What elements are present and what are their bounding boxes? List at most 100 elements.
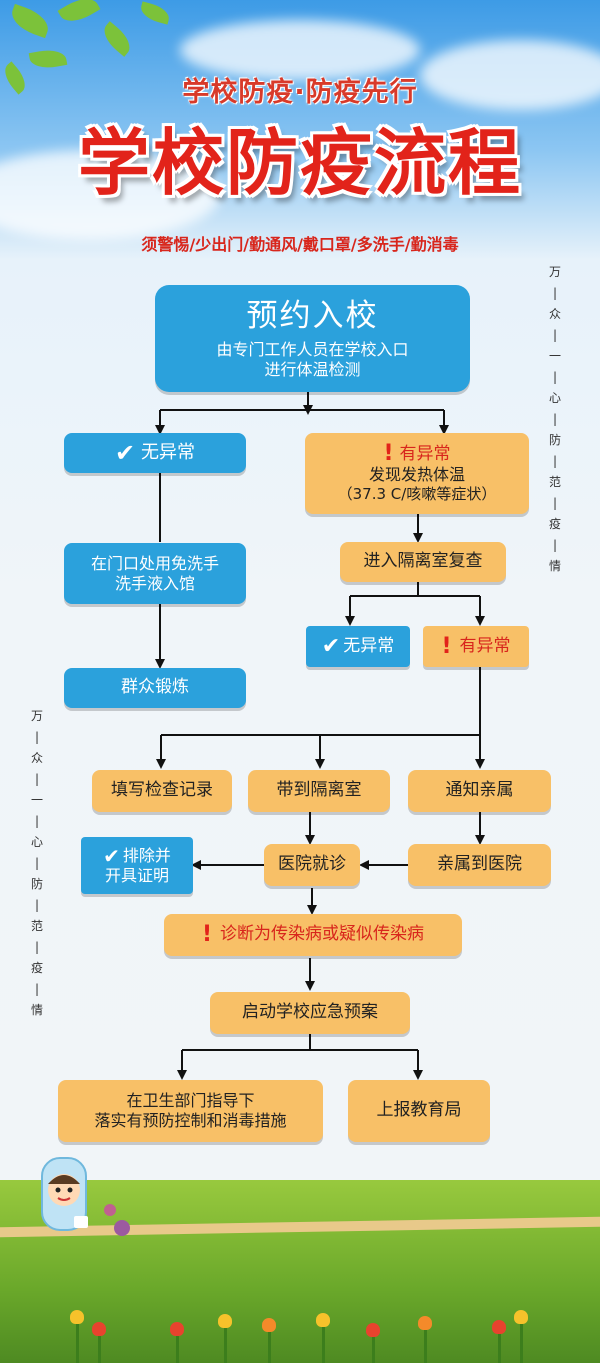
- isolation-recheck-label: 进入隔离室复查: [363, 551, 483, 572]
- normal-row: ✔ 无异常: [115, 441, 195, 465]
- tulip-flower: [262, 1318, 276, 1332]
- handwash-line-2: 洗手液入馆: [114, 573, 195, 593]
- cloud-decoration: [0, 150, 220, 240]
- exclamation-icon: !: [441, 633, 452, 659]
- handwash-box: 在门口处用免洗手 洗手液入馆: [64, 543, 246, 604]
- check-icon: ✔: [103, 843, 120, 868]
- check-icon: ✔: [321, 633, 341, 659]
- side-dash: |: [34, 730, 40, 744]
- flower-stem: [520, 1322, 523, 1363]
- side-dash: |: [552, 454, 558, 468]
- abnormal-label-2: 有异常: [459, 635, 511, 656]
- appointment-desc-2: 进行体温检测: [264, 359, 361, 379]
- side-dash: |: [34, 772, 40, 786]
- abnormal-row-2: ! 有异常: [441, 633, 511, 659]
- cloud-decoration: [420, 40, 600, 110]
- slogan: 学校防疫·防疫先行: [182, 77, 418, 108]
- family-hospital-label: 亲属到医院: [437, 854, 522, 875]
- side-char: 疫: [30, 961, 43, 975]
- side-char: 范: [30, 919, 43, 933]
- flower-stem: [268, 1330, 271, 1363]
- excluded-line-1: 排除并: [122, 845, 171, 865]
- hospital-box: 医院就诊: [264, 844, 360, 886]
- side-dash: |: [34, 940, 40, 954]
- to-isolation-label: 带到隔离室: [276, 780, 362, 801]
- excluded-row: ✔ 排除并: [103, 846, 171, 866]
- tulip-flower: [218, 1314, 232, 1328]
- appointment-desc-1: 由专门工作人员在学校入口: [216, 339, 409, 359]
- to-isolation-box: 带到隔离室: [248, 770, 390, 812]
- flower-stem: [224, 1326, 227, 1363]
- side-char: 疫: [548, 517, 561, 531]
- exclamation-icon: !: [201, 922, 213, 947]
- exercise-box: 群众锻炼: [64, 668, 246, 708]
- abnormal-box-2: ! 有异常: [423, 626, 529, 667]
- side-dash: |: [552, 328, 558, 342]
- side-char: 防: [30, 877, 43, 891]
- normal-label-2: 无异常: [343, 635, 395, 656]
- side-char: 情: [30, 1003, 43, 1017]
- side-char: 万: [30, 709, 43, 723]
- side-dash: |: [552, 412, 558, 426]
- report-label: 上报教育局: [376, 1100, 462, 1121]
- normal-box-2: ✔ 无异常: [306, 626, 410, 667]
- side-char: 心: [548, 391, 561, 405]
- isolation-recheck-box: 进入隔离室复查: [340, 542, 506, 582]
- exclamation-icon: !: [383, 441, 394, 467]
- appointment-title: 预约入校: [246, 298, 379, 335]
- measures-line-2: 落实有预防控制和消毒措施: [94, 1111, 287, 1130]
- flower-stem: [372, 1335, 375, 1363]
- diagnosis-label: 诊断为传染病或疑似传染病: [220, 924, 425, 945]
- exercise-label: 群众锻炼: [121, 677, 189, 698]
- normal-box-1: ✔ 无异常: [64, 433, 246, 473]
- fill-record-box: 填写检查记录: [92, 770, 232, 812]
- hospital-label: 医院就诊: [278, 854, 346, 875]
- page-title: 学校防疫流程: [77, 121, 522, 205]
- tulip-flower: [366, 1323, 380, 1337]
- appointment-entry-box: 预约入校 由专门工作人员在学校入口 进行体温检测: [155, 285, 470, 392]
- side-dash: |: [552, 496, 558, 510]
- flower-stem: [424, 1328, 427, 1363]
- excluded-line-2: 开具证明: [104, 865, 169, 885]
- flower-stem: [322, 1325, 325, 1363]
- side-dash: |: [34, 814, 40, 828]
- fill-record-label: 填写检查记录: [111, 780, 213, 801]
- side-dash: |: [34, 982, 40, 996]
- notify-family-box: 通知亲属: [408, 770, 551, 812]
- diagnosis-box: ! 诊断为传染病或疑似传染病: [164, 914, 462, 956]
- side-dash: |: [552, 370, 558, 384]
- tulip-flower: [418, 1316, 432, 1330]
- side-char: 万: [548, 265, 561, 279]
- cartoon-kid-illustration: [41, 1157, 130, 1236]
- normal-label: 无异常: [141, 441, 196, 463]
- side-dash: |: [34, 898, 40, 912]
- flower-stem: [98, 1332, 101, 1363]
- excluded-certificate-box: ✔ 排除并 开具证明: [81, 837, 193, 894]
- fever-line-2: （37.3 C/咳嗽等症状）: [337, 485, 497, 504]
- flower-stem: [498, 1332, 501, 1363]
- cloud-decoration: [180, 20, 420, 80]
- side-char: 防: [548, 433, 561, 447]
- tulip-flower: [492, 1320, 506, 1334]
- side-char: 一: [548, 349, 561, 363]
- flower-stem: [176, 1334, 179, 1363]
- emergency-plan-box: 启动学校应急预案: [210, 992, 410, 1034]
- side-char: 众: [30, 751, 43, 765]
- side-slogan-right: 万| 众| 一| 心| 防| 范| 疫| 情: [545, 262, 565, 577]
- side-char: 众: [548, 307, 561, 321]
- side-char: 一: [30, 793, 43, 807]
- check-icon: ✔: [114, 439, 136, 467]
- side-dash: |: [34, 856, 40, 870]
- tulip-flower: [92, 1322, 106, 1336]
- side-char: 心: [30, 835, 43, 849]
- tulip-flower: [170, 1322, 184, 1336]
- measures-box: 在卫生部门指导下 落实有预防控制和消毒措施: [58, 1080, 323, 1142]
- notify-family-label: 通知亲属: [445, 780, 514, 801]
- side-dash: |: [552, 538, 558, 552]
- side-dash: |: [552, 286, 558, 300]
- tulip-flower: [316, 1313, 330, 1327]
- emergency-plan-label: 启动学校应急预案: [242, 1002, 378, 1023]
- abnormal-fever-box: ! 有异常 发现发热体温 （37.3 C/咳嗽等症状）: [305, 433, 529, 514]
- side-char: 情: [548, 559, 561, 573]
